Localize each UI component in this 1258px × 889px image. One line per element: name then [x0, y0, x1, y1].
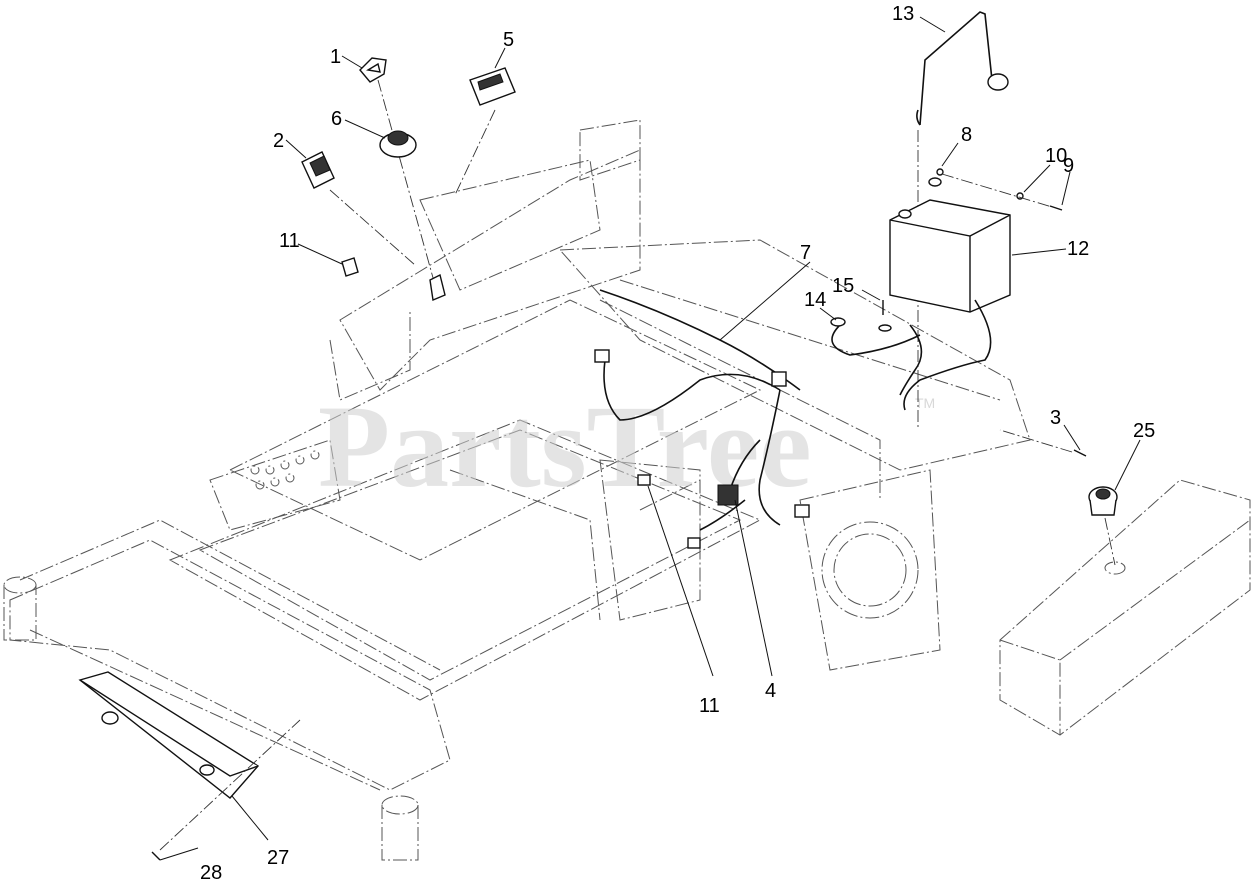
callout-2: 2	[273, 130, 284, 152]
callout-27: 27	[267, 847, 289, 869]
callout-14: 14	[804, 289, 826, 311]
callout-3: 3	[1050, 407, 1061, 429]
bracket-holes	[250, 450, 320, 490]
battery-terminal-hardware[interactable]	[936, 168, 1063, 211]
callout-10: 10	[1045, 145, 1067, 167]
callout-8: 8	[961, 124, 972, 146]
battery[interactable]	[889, 177, 1011, 313]
hour-meter[interactable]	[454, 67, 516, 196]
callout-25: 25	[1133, 420, 1155, 442]
front-bumper[interactable]	[78, 671, 260, 799]
callout-7: 7	[800, 242, 811, 264]
battery-cables[interactable]	[899, 299, 992, 411]
leader-lines	[159, 16, 1141, 861]
ignition-key[interactable]	[359, 57, 436, 286]
ignition-switch[interactable]	[379, 130, 446, 301]
mower-frame	[3, 119, 1251, 861]
callout-1: 1	[330, 46, 341, 68]
wiring-harness[interactable]	[594, 289, 810, 549]
callout-28: 28	[200, 862, 222, 884]
callout-9: 9	[1063, 155, 1074, 177]
callout-13: 13	[892, 3, 914, 25]
power-outlet[interactable]	[1088, 486, 1118, 566]
callout-12: 12	[1067, 238, 1089, 260]
rocker-switch[interactable]	[301, 151, 416, 266]
callout-11-lower: 11	[699, 695, 720, 717]
callout-5: 5	[503, 29, 514, 51]
watermark-trademark: TM	[915, 395, 935, 411]
screw-3[interactable]	[999, 429, 1087, 457]
ground-cable[interactable]	[830, 300, 921, 356]
connector-upper[interactable]	[341, 257, 359, 277]
callout-4: 4	[765, 680, 776, 702]
callout-6: 6	[331, 108, 342, 130]
bumper-screw[interactable]	[151, 719, 301, 861]
callout-15: 15	[832, 275, 854, 297]
callout-11-upper: 11	[279, 230, 300, 252]
callout-labels: 1 2 3 4 5 6 7 8 9 10 11 11 12 13 14 15 2…	[200, 3, 1155, 884]
